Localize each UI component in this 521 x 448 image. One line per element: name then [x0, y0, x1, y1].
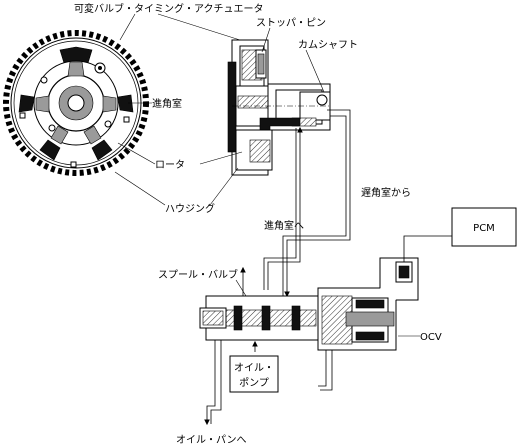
- to-oil-pan-label: オイル・パンへ: [176, 434, 247, 446]
- oil-pump-box: オイル・ ポンプ: [229, 355, 279, 393]
- actuator-label: 可変バルブ・タイミング・アクチュエータ: [74, 2, 264, 15]
- oil-pump-label-line2: ポンプ: [239, 377, 269, 389]
- spool-valve-label: スプール・バルブ: [158, 268, 238, 281]
- advance-chamber-label: 進角室: [152, 97, 182, 110]
- pcm-wire: [403, 235, 452, 262]
- rotor-label: ロータ: [155, 159, 185, 171]
- leader-lines: [114, 13, 420, 337]
- pcm-label: PCM: [473, 223, 495, 234]
- stopper-pin-label: ストッパ・ピン: [256, 17, 326, 29]
- pcm-box: PCM: [451, 207, 517, 247]
- oil-flow-paths: [204, 109, 351, 426]
- oil-pump-label-line1: オイル・: [234, 362, 274, 374]
- ocv-valve: [199, 257, 419, 391]
- ocv-label: OCV: [420, 332, 442, 343]
- camshaft-label: カムシャフト: [298, 39, 358, 51]
- housing-label: ハウジング: [165, 202, 215, 215]
- actuator-sprocket: [3, 30, 149, 176]
- actuator-cross-section: [227, 39, 331, 176]
- to-advance-label: 進角室へ: [264, 219, 304, 232]
- from-retard-label: 遅角室から: [361, 186, 411, 199]
